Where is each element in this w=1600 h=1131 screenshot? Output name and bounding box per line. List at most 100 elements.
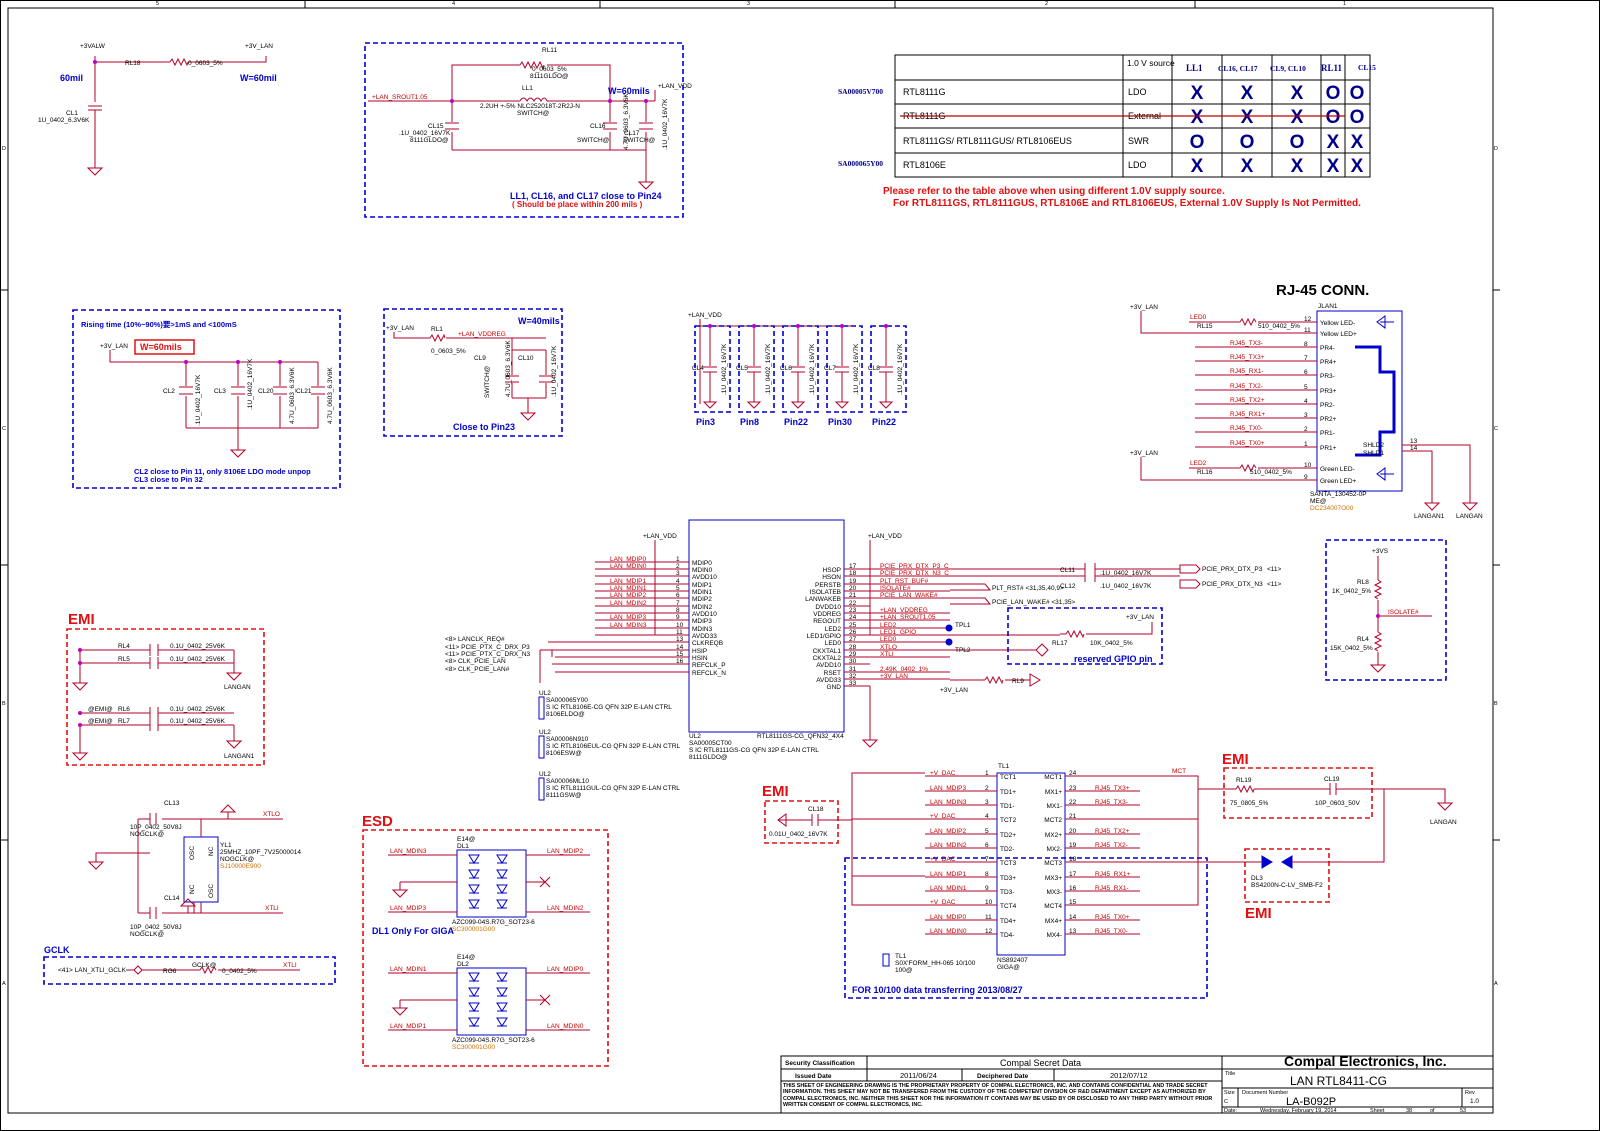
ruler-row-d: D [2, 146, 6, 152]
isolate-label: ISOLATE# [1388, 609, 1419, 616]
emi-node-1 [78, 661, 82, 665]
chip-left-num-11: 13 [676, 636, 684, 643]
xfmr-left-net-2: LAN_MDIN3 [930, 799, 967, 806]
vddreg-block: +3V_LAN RL1 0_0603_5% +LAN_VDDREG W=40mi… [383, 308, 563, 437]
xfmr-right-num-2: 22 [1069, 799, 1077, 806]
chip-right-net-2: PLT_RST_BUF# [880, 578, 929, 585]
emi-right-label-2: EMI [1245, 905, 1272, 922]
tpl1-dot [945, 624, 953, 632]
esd-diode-1-1-0 [468, 987, 480, 997]
xfmr-right-label-9: MCT4 [1044, 903, 1062, 910]
decap-block: +LAN_VDD CL4.1U_0402_16V7KPin3CL5.1U_040… [688, 312, 907, 427]
chip-right-label-10: LED0 [825, 640, 842, 647]
rj45-led0: LED0 [1190, 314, 1207, 321]
cl13-opt: NOGCLK@ [130, 831, 164, 838]
esd-part-0: AZC099-04S.R7G_SOT23-6 [452, 919, 535, 926]
notice-box: THIS SHEET OF ENGINEERING DRAWING IS THE… [783, 1083, 1212, 1108]
cl10-ref: CL10 [518, 355, 534, 362]
tl1-alt-symbol [882, 953, 890, 967]
rj45-pin-label-0: Yellow LED- [1320, 320, 1355, 327]
esd-net-a-1: LAN_MDIN1 [390, 966, 427, 973]
rl18-value: 0_0603_5% [188, 60, 223, 67]
deciphered-value: 2012/07/12 [1110, 1071, 1148, 1080]
emi-left-label: EMI [68, 611, 95, 628]
esd-net-c-0: LAN_MDIP3 [390, 905, 427, 912]
cl17-ref: CL17 [624, 130, 640, 137]
chip-left-net-0: LAN_MDIP0 [610, 556, 647, 563]
chip-left-label-9: MDIN3 [692, 626, 713, 633]
xfmr-right-num-7: 17 [1069, 871, 1077, 878]
emi-gnd-2: LANGAN1 [224, 753, 255, 760]
decap-value-1: .1U_0402_16V7K [765, 343, 772, 395]
width-60mils: W=60mils [608, 86, 650, 96]
chip-left-net-11: <8> LANCLK_REQ# [445, 636, 505, 643]
frame-ticks [1, 1, 1500, 841]
vddreg-width: W=40mils [518, 316, 560, 326]
xfmr-right-net-10: RJ45_TX0+ [1095, 914, 1130, 921]
width-box [134, 339, 195, 355]
cl11-ref: CL11 [1060, 567, 1075, 574]
variant-code-0: SA000065Y00 [546, 697, 588, 704]
decap-pin-0: Pin3 [696, 417, 715, 427]
xfmr-left-num-6: 7 [985, 856, 989, 863]
variant-desc-1: S IC RTL8106EUL-CG QFN 32P E-LAN CTRL [546, 743, 681, 750]
decap-pin-3: Pin30 [828, 417, 852, 427]
of-label: of [1430, 1108, 1435, 1114]
rj45-ref: JLAN1 [1318, 303, 1338, 310]
date-label: Date: [1224, 1108, 1238, 1114]
emi-cl18-block: EMI CL18 0.01U_0402_16V7K [762, 783, 852, 844]
xfmr-left-net-6: +V_DAC [930, 856, 956, 863]
decap-node-1 [752, 324, 756, 328]
esd-net-d-0: LAN_MDIN2 [547, 905, 584, 912]
xfmr-note: FOR 10/100 data transferring 2013/08/27 [852, 985, 1023, 995]
chip-gnd [861, 739, 879, 748]
chip-vlan: +3V_LAN [940, 687, 968, 694]
chip-right-label-13: AVDD10 [816, 662, 841, 669]
rev-label: Rev [1465, 1090, 1475, 1096]
table-note-2: For RTL8111GS, RTL8111GUS, RTL8106E and … [893, 198, 1361, 209]
xfmr-left-label-1: TD1+ [1000, 789, 1016, 796]
decap-ref-3: CL7 [824, 365, 836, 372]
xfmr-right-label-5: MX2- [1046, 846, 1062, 853]
cl14-ref: CL14 [164, 895, 180, 902]
chip-right-num-1: 18 [849, 570, 857, 577]
gclk-block: GCLK <41> LAN_XTLI_GCLK RG6 GCLK@ 0_0402… [43, 945, 336, 985]
xfmr-opt: GIGA@ [997, 964, 1020, 971]
table-mark-3-4: X [1351, 156, 1364, 177]
xfmr-left-label-2: TD1- [1000, 803, 1014, 810]
esd-note: DL1 Only For GIGA [372, 926, 455, 936]
tpl2-ref: TPL2 [955, 647, 971, 654]
xfmr-left-num-7: 8 [985, 871, 989, 878]
xfmr-left-net-1: LAN_MDIP3 [930, 785, 967, 792]
chip-right-vdd-wire [844, 540, 871, 740]
xfmr-right-num-1: 23 [1069, 785, 1077, 792]
chip-left-num-9: 10 [676, 622, 684, 629]
yl1-ref: YL1 [220, 842, 232, 849]
chip-left-num-1: 2 [676, 563, 680, 570]
ruler-col-5: 5 [156, 1, 159, 7]
chip-left-label-2: AVDD10 [692, 574, 717, 581]
emi-right-gnd: LANGAN [1430, 819, 1457, 826]
table-header-cl9: CL9, CL10 [1270, 64, 1306, 73]
gpio-block: +3V_LAN RL17 10K_0402_5% reserved GPIO p… [1007, 607, 1163, 665]
rj45-led2: LED2 [1190, 460, 1207, 467]
chip-left-net-3: LAN_MDIP1 [610, 578, 647, 585]
esd-label: ESD [362, 813, 393, 830]
table-mark-3-2: X [1291, 156, 1304, 177]
xfmr-ref: TL1 [998, 763, 1010, 770]
chip-name: RTL8111GS-CG_QFN32_4X4 [757, 733, 844, 740]
ruler-col-3: 3 [747, 1, 750, 7]
rj45-net-1: RJ45_TX3+ [1230, 354, 1265, 361]
vddreg-net-in: +3V_LAN [386, 325, 414, 332]
chip-left-label-0: MDIP0 [692, 560, 712, 567]
xfmr-left-net-10: LAN_MDIP0 [930, 914, 967, 921]
net-lan-vdd: +LAN_VDD [658, 83, 692, 90]
rl17-ref: RL17 [1052, 640, 1068, 647]
chip-left-net-15: <8> CLK_PCIE_LAN# [445, 666, 510, 673]
decap-box-2 [782, 325, 819, 413]
cl20-ref: CL20 [258, 388, 274, 395]
table-mark-2-1: O [1240, 132, 1255, 153]
esd-opt-1: E14@ [457, 954, 476, 961]
chip-left-label-5: MDIP2 [692, 596, 712, 603]
esd-gnd-nc-1 [391, 994, 551, 1016]
